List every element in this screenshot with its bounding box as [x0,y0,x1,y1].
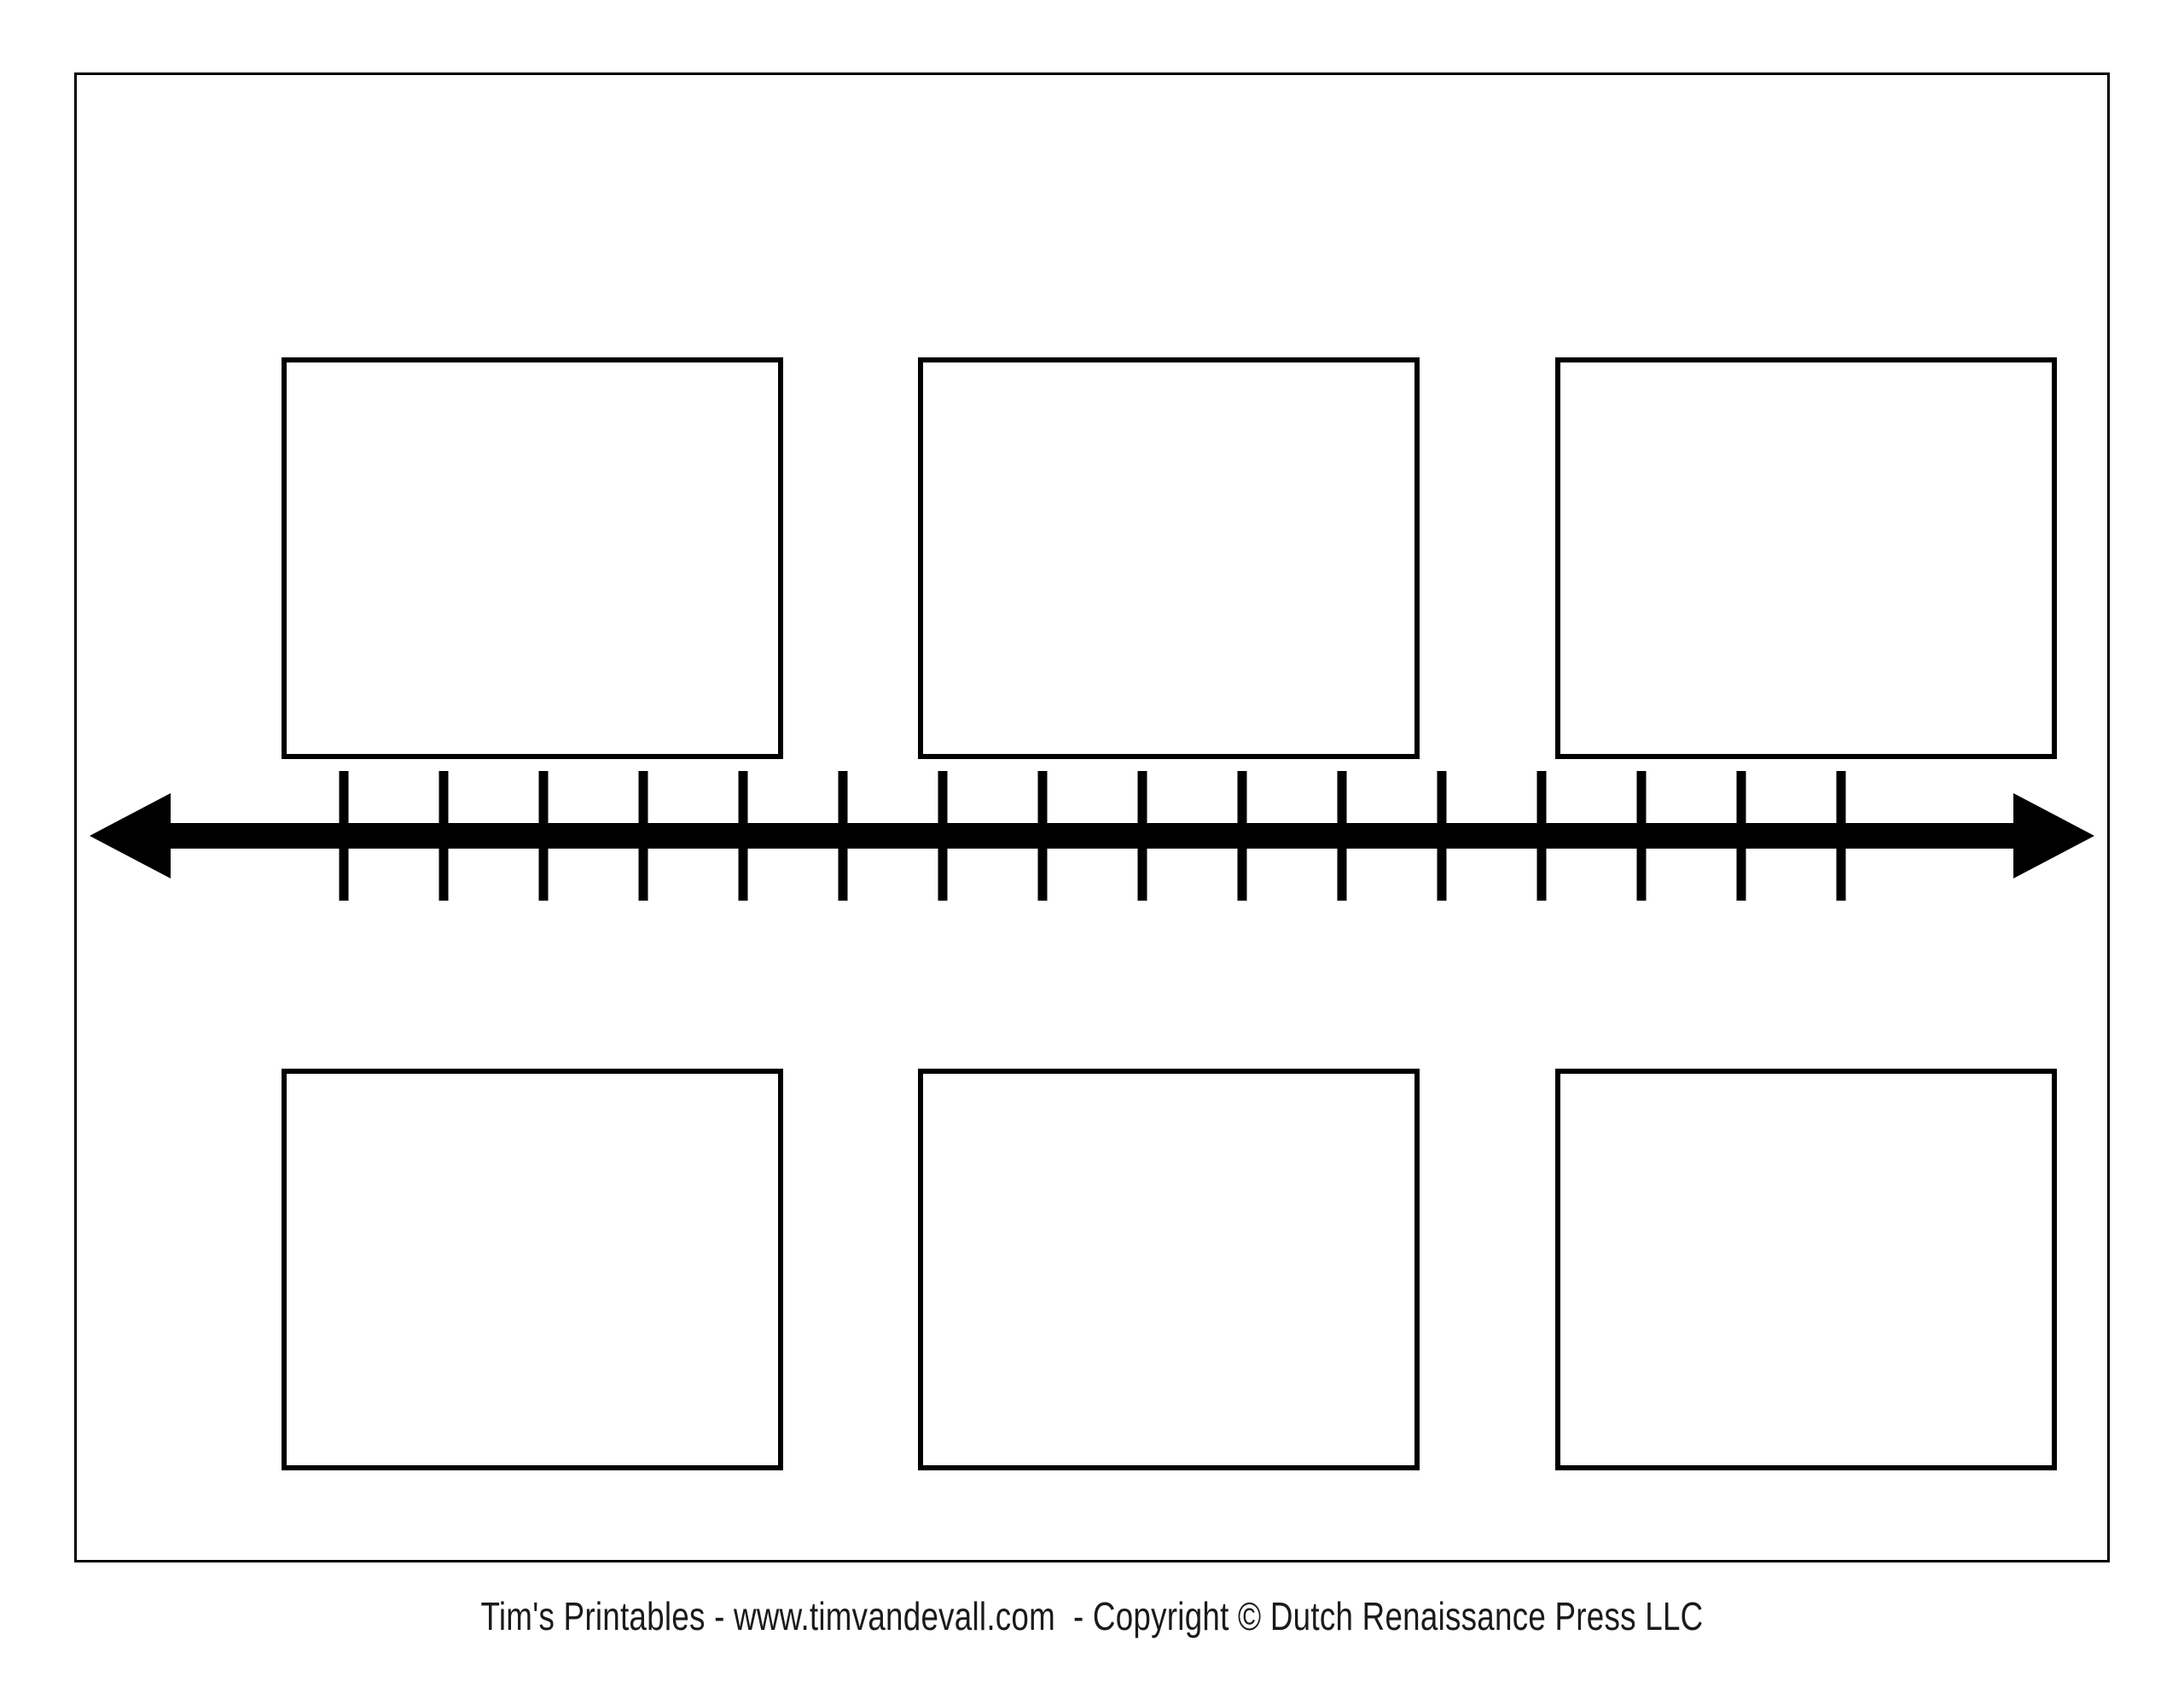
box-top-1[interactable] [282,357,783,759]
page-border [74,72,2110,1562]
number-line-tick-15 [1736,771,1746,901]
number-line-tick-2 [439,771,449,901]
footer-credit: Tim's Printables - www.timvandevall.com … [480,1594,1704,1638]
number-line-tick-1 [339,771,349,901]
number-line-tick-4 [638,771,648,901]
left-arrowhead-icon [90,793,171,878]
number-line-tick-11 [1337,771,1347,901]
number-line-tick-12 [1437,771,1447,901]
number-line-svg [90,771,2094,901]
number-line-tick-7 [938,771,948,901]
number-line-tick-6 [838,771,848,901]
number-line-tick-5 [738,771,748,901]
number-line-graphics [90,771,2094,901]
box-top-2[interactable] [918,357,1420,759]
number-line-shaft [169,823,2015,849]
number-line-tick-9 [1137,771,1147,901]
box-bottom-3[interactable] [1555,1069,2057,1470]
box-bottom-1[interactable] [282,1069,783,1470]
box-bottom-2[interactable] [918,1069,1420,1470]
number-line-tick-16 [1836,771,1846,901]
number-line-tick-10 [1237,771,1247,901]
number-line-tick-13 [1536,771,1547,901]
right-arrowhead-icon [2013,793,2094,878]
number-line-tick-14 [1636,771,1647,901]
number-line [74,751,2110,921]
number-line-tick-8 [1037,771,1048,901]
number-line-tick-3 [538,771,549,901]
box-top-3[interactable] [1555,357,2057,759]
